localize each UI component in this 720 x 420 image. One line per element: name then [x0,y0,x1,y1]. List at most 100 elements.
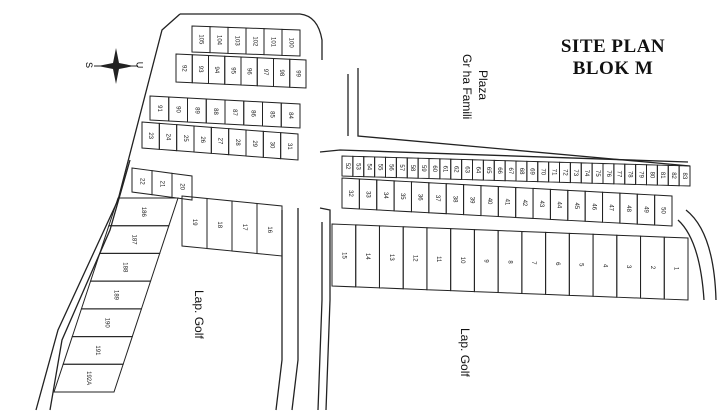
lot-label-73: 73 [572,169,578,176]
lot-label-69: 69 [529,168,535,175]
lot-label-1: 1 [673,267,679,271]
lot-label-61: 61 [442,166,448,173]
lot-label-187: 187 [131,235,137,246]
lot-label-95: 95 [229,67,235,74]
lot-label-91: 91 [156,105,162,112]
lot-label-189: 189 [112,290,118,301]
lot-label-82: 82 [670,172,676,179]
lot-label-22: 22 [138,178,144,185]
lot-label-41: 41 [503,199,509,206]
plaza-label-line2: Gr ha Famili [460,54,474,120]
lot-1 [663,236,689,301]
row-block_c_left [53,197,179,393]
lot-label-192A: 192A [85,371,91,385]
lot-label-7: 7 [530,261,536,265]
lot-label-186: 186 [140,207,146,218]
lot-label-105: 105 [197,34,203,45]
lot-label-11: 11 [435,256,441,263]
lot-label-74: 74 [583,170,589,177]
lot-84 [280,102,301,129]
title-line-1: SITE PLAN [560,36,666,57]
lot-label-97: 97 [262,69,268,76]
lot-label-30: 30 [268,142,274,149]
mid-road [319,207,331,411]
lot-label-20: 20 [178,183,184,190]
row-block_c_top [131,167,193,201]
compass-north-label: U [134,61,145,69]
mid-road-2 [317,222,323,411]
lot-label-188: 188 [122,262,128,273]
lot-label-28: 28 [234,139,240,146]
lot-label-57: 57 [398,164,404,171]
lot-label-13: 13 [388,254,394,261]
lot-label-14: 14 [364,253,370,260]
lot-label-71: 71 [550,169,556,176]
left-road-edge-outer [180,13,323,60]
lot-16 [256,202,283,257]
row-block_c_mid [181,195,283,257]
lot-label-8: 8 [506,260,512,264]
site-plan-title: SITE PLAN BLOK M [548,36,678,80]
lot-label-67: 67 [507,168,513,175]
lot-label-103: 103 [233,36,239,47]
plaza-road-3 [319,149,689,163]
lot-label-88: 88 [212,108,218,115]
lot-label-4: 4 [601,264,607,268]
lot-100 [281,28,301,57]
lot-label-3: 3 [625,265,631,269]
lot-label-17: 17 [241,224,247,231]
lot-label-27: 27 [216,138,222,145]
lot-label-35: 35 [399,193,405,200]
row-block_e [331,223,689,301]
roads [35,13,717,411]
lot-label-76: 76 [605,170,611,177]
lot-label-34: 34 [382,192,388,199]
lot-label-191: 191 [94,345,100,356]
lot-label-53: 53 [355,163,361,170]
lot-label-87: 87 [231,109,237,116]
compass-south-label: S [84,61,95,69]
lot-label-66: 66 [496,167,502,174]
lot-192A [53,363,124,393]
lot-label-84: 84 [287,112,293,119]
lot-31 [280,132,299,161]
compass-star-icon [94,48,138,84]
lot-label-36: 36 [417,194,423,201]
lot-label-33: 33 [364,191,370,198]
lot-label-55: 55 [376,164,382,171]
lot-label-93: 93 [197,66,203,73]
lot-label-77: 77 [616,171,622,178]
right-road-2 [685,209,717,301]
lot-label-96: 96 [246,68,252,75]
lot-label-190: 190 [103,318,109,329]
lot-label-10: 10 [459,257,465,264]
lot-label-86: 86 [250,110,256,117]
lot-label-38: 38 [451,196,457,203]
lot-label-72: 72 [561,169,567,176]
lot-label-39: 39 [469,197,475,204]
lot-label-85: 85 [268,111,274,118]
title-line-2: BLOK M [572,58,654,79]
lot-label-101: 101 [269,37,275,48]
lot-label-75: 75 [594,170,600,177]
lot-label-40: 40 [486,198,492,205]
lot-label-102: 102 [251,36,257,47]
lot-label-6: 6 [554,262,560,266]
lot-label-31: 31 [286,143,292,150]
lot-99 [289,58,307,89]
lot-label-94: 94 [213,67,219,74]
lot-label-24: 24 [164,134,170,141]
lot-label-43: 43 [538,201,544,208]
lot-label-62: 62 [453,166,459,173]
lot-label-25: 25 [182,135,188,142]
lot-blocks [53,25,691,393]
lot-label-26: 26 [199,136,205,143]
lot-label-68: 68 [518,168,524,175]
lot-83 [678,165,691,187]
lot-label-9: 9 [483,259,489,263]
lot-label-56: 56 [387,164,393,171]
lot-label-59: 59 [420,165,426,172]
lot-label-100: 100 [287,38,293,49]
lot-label-65: 65 [485,167,491,174]
